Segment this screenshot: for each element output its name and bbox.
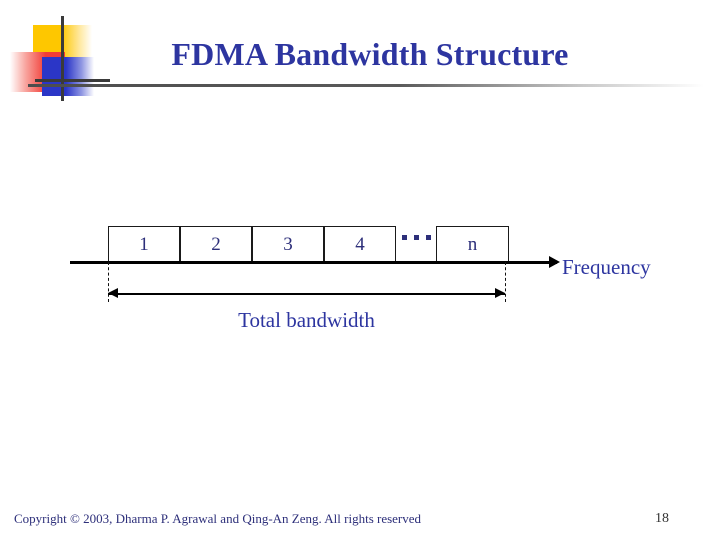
channel-box-4: 4 — [324, 226, 396, 262]
page-number: 18 — [655, 511, 669, 526]
channel-box-3: 3 — [252, 226, 324, 262]
frequency-axis-arrowhead-icon — [549, 256, 560, 268]
title-underline-rule — [28, 84, 704, 87]
logo-blue-square — [42, 57, 94, 96]
channel-box-1: 1 — [108, 226, 180, 262]
total-bandwidth-measure-line — [108, 293, 505, 296]
channel-box-2: 2 — [180, 226, 252, 262]
ellipsis-dot — [401, 234, 407, 240]
total-bandwidth-arrow-left-icon — [108, 288, 118, 298]
frequency-axis-label: Frequency — [562, 255, 651, 279]
bandwidth-leader-left — [108, 262, 109, 302]
logo-horizontal-rule — [35, 79, 110, 82]
total-bandwidth-label: Total bandwidth — [238, 308, 375, 332]
bandwidth-leader-right — [505, 262, 506, 302]
logo-vertical-rule — [61, 16, 64, 101]
channel-box-n: n — [436, 226, 509, 262]
ellipsis-dot — [413, 234, 419, 240]
ellipsis-dot — [425, 234, 431, 240]
frequency-axis-line — [70, 261, 557, 264]
total-bandwidth-arrow-right-icon — [495, 288, 505, 298]
decorative-logo-mark — [0, 0, 112, 108]
copyright-notice: Copyright © 2003, Dharma P. Agrawal and … — [14, 511, 422, 526]
slide-title: FDMA Bandwidth Structure — [171, 36, 569, 72]
ellipsis-dots — [396, 232, 436, 242]
